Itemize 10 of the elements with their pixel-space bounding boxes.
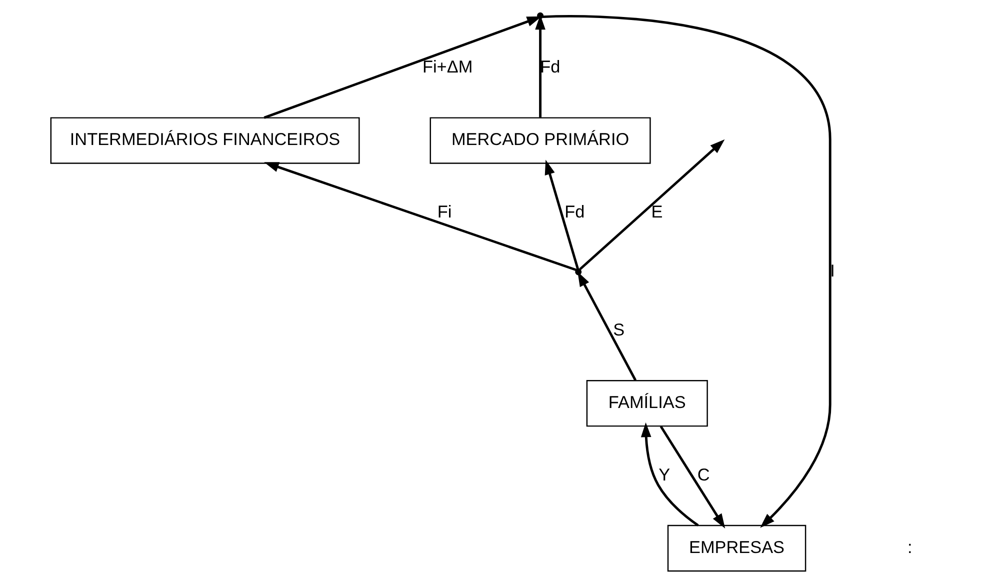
edge-label: C (696, 464, 710, 484)
edge-label: Fd (564, 202, 584, 222)
edge-label: I (830, 260, 834, 280)
edge-label: Fi+ΔM (422, 56, 472, 77)
edge-label: E (650, 202, 662, 222)
edge-label: Fi (436, 202, 452, 222)
edge-label: Fd (540, 56, 560, 77)
edge-label: S (612, 319, 624, 340)
edge-label: Y (658, 464, 670, 484)
label: : (907, 536, 912, 557)
